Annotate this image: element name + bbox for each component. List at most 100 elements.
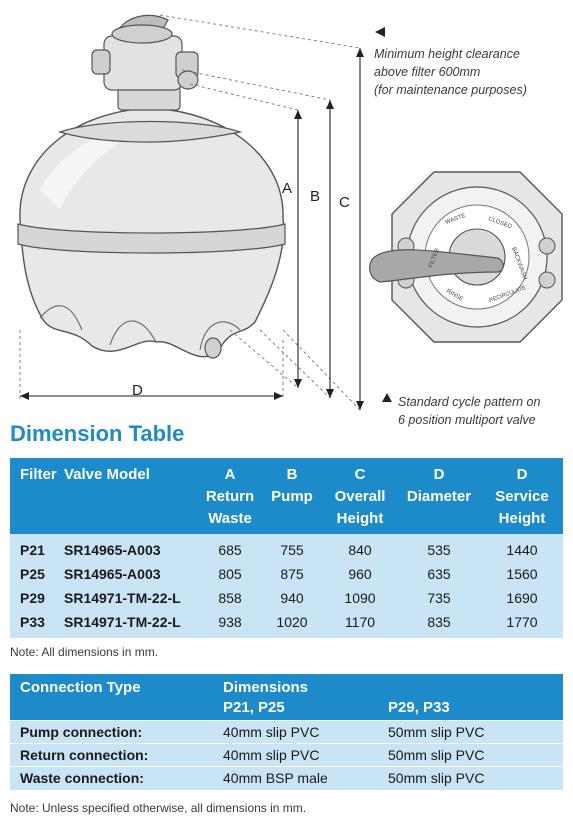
cell-valve: SR14971-TM-22-L	[64, 610, 199, 638]
cell-service: 1560	[481, 562, 563, 586]
header-line: C	[354, 466, 366, 483]
dimension-arrows	[20, 27, 392, 410]
cycle-caption-line: Standard cycle pattern on	[398, 395, 541, 409]
cell-diameter: 535	[397, 534, 481, 562]
connections-note: Note: Unless specified otherwise, all di…	[10, 801, 307, 815]
valve-port-left	[91, 49, 111, 75]
dim-label-a: A	[282, 180, 293, 197]
cell-large: 50mm slip PVC	[388, 743, 563, 767]
cell-b: 940	[261, 586, 323, 610]
cell-filter: P21	[10, 534, 64, 562]
header-c: C Overall Height	[323, 458, 397, 534]
header-line: Height	[498, 510, 546, 527]
table-row: Waste connection: 40mm BSP male 50mm sli…	[10, 766, 563, 790]
filter-tank-highlight	[40, 125, 150, 210]
header-dimensions-label: Dimensions	[223, 679, 309, 696]
cell-filter: P33	[10, 610, 64, 638]
header-service-height: D Service Height	[481, 458, 563, 534]
header-line: Service	[495, 488, 549, 505]
cell-b: 1020	[261, 610, 323, 638]
dimensions-note: Note: All dimensions in mm.	[10, 645, 159, 659]
connection-table: Connection Type Dimensions P21, P25 P29,…	[10, 674, 563, 790]
multiport-valve-top-view: WASTE CLOSED BACKWASH RECIRCULATE RINSE …	[369, 171, 563, 343]
header-a: A Return Waste	[199, 458, 261, 534]
filter-tank-base-folds	[39, 305, 241, 351]
cell-a: 685	[199, 534, 261, 562]
cycle-caption: Standard cycle pattern on 6 position mul…	[398, 393, 573, 429]
cell-c: 840	[323, 534, 397, 562]
cell-large: 50mm slip PVC	[388, 766, 563, 790]
filter-tank-band	[17, 223, 286, 254]
cycle-caption-line: 6 position multiport valve	[398, 413, 536, 427]
cell-c: 960	[323, 562, 397, 586]
dim-label-c: C	[339, 194, 350, 211]
connection-table-header: Connection Type Dimensions P21, P25 P29,…	[10, 674, 563, 721]
header-valve-model: Valve Model	[64, 458, 199, 534]
clearance-pointer-icon	[375, 27, 385, 37]
header-line: Pump	[271, 488, 313, 505]
table-row: Pump connection: 40mm slip PVC 50mm slip…	[10, 720, 563, 744]
header-b: B Pump	[261, 458, 323, 534]
header-connection-type: Connection Type	[10, 674, 223, 721]
header-line: A	[224, 466, 236, 483]
header-line: B	[286, 466, 298, 483]
clearance-caption: Minimum height clearance above filter 60…	[374, 45, 569, 99]
cell-connection-type: Waste connection:	[10, 766, 223, 790]
cell-b: 875	[261, 562, 323, 586]
header-line: D	[516, 466, 528, 483]
table-row: P25 SR14965-A003 805 875 960 635 1560	[10, 562, 563, 586]
dim-label-b: B	[310, 188, 321, 205]
cell-valve: SR14965-A003	[64, 534, 199, 562]
cell-small: 40mm BSP male	[223, 766, 388, 790]
cell-connection-type: Pump connection:	[10, 720, 223, 744]
cell-b: 755	[261, 534, 323, 562]
cycle-pointer-icon	[382, 393, 392, 402]
filter-tank-shoulder	[58, 120, 243, 143]
cell-a: 858	[199, 586, 261, 610]
header-line: D	[433, 466, 445, 483]
cell-small: 40mm slip PVC	[223, 720, 388, 744]
header-line: Return	[205, 488, 255, 505]
header-dimensions: Dimensions P21, P25 P29, P33	[223, 674, 563, 721]
cell-valve: SR14971-TM-22-L	[64, 586, 199, 610]
cell-connection-type: Return connection:	[10, 743, 223, 767]
dimension-table: Filter Valve Model A Return Waste B Pump…	[10, 458, 563, 638]
cell-valve: SR14965-A003	[64, 562, 199, 586]
section-title: Dimension Table	[10, 421, 185, 446]
header-line: Valve Model	[64, 466, 150, 483]
header-line: Filter	[20, 466, 57, 483]
cell-filter: P25	[10, 562, 64, 586]
table-row: P33 SR14971-TM-22-L 938 1020 1170 835 17…	[10, 610, 563, 638]
cell-small: 40mm slip PVC	[223, 743, 388, 767]
sand-filter-illustration: WASTE CLOSED BACKWASH RECIRCULATE RINSE …	[17, 14, 563, 411]
header-subgroups: P21, P25 P29, P33	[223, 698, 563, 718]
clearance-caption-line: above filter 600mm	[374, 65, 481, 79]
valve-port-front	[177, 70, 199, 90]
extension-lines	[19, 14, 361, 411]
header-line: Diameter	[406, 488, 472, 505]
valve-top-handle	[369, 249, 504, 283]
header-line: Overall	[334, 488, 386, 505]
cell-a: 938	[199, 610, 261, 638]
header-line: Waste	[208, 510, 252, 527]
header-line: Height	[336, 510, 384, 527]
cell-diameter: 735	[397, 586, 481, 610]
header-p29-p33: P29, P33	[388, 699, 450, 716]
cell-c: 1170	[323, 610, 397, 638]
valve-cap	[111, 24, 173, 44]
cell-large: 50mm slip PVC	[388, 720, 563, 744]
header-p21-p25: P21, P25	[223, 699, 285, 716]
header-filter: Filter	[10, 458, 64, 534]
cell-c: 1090	[323, 586, 397, 610]
table-row: P21 SR14965-A003 685 755 840 535 1440	[10, 534, 563, 562]
filter-diagram: WASTE CLOSED BACKWASH RECIRCULATE RINSE …	[17, 14, 569, 427]
table-row: Return connection: 40mm slip PVC 50mm sl…	[10, 743, 563, 767]
cell-diameter: 635	[397, 562, 481, 586]
cell-service: 1440	[481, 534, 563, 562]
cell-service: 1770	[481, 610, 563, 638]
cell-service: 1690	[481, 586, 563, 610]
clearance-caption-line: (for maintenance purposes)	[374, 83, 527, 97]
cell-a: 805	[199, 562, 261, 586]
filter-tank-drain	[204, 337, 222, 359]
dimension-lines	[20, 48, 361, 410]
